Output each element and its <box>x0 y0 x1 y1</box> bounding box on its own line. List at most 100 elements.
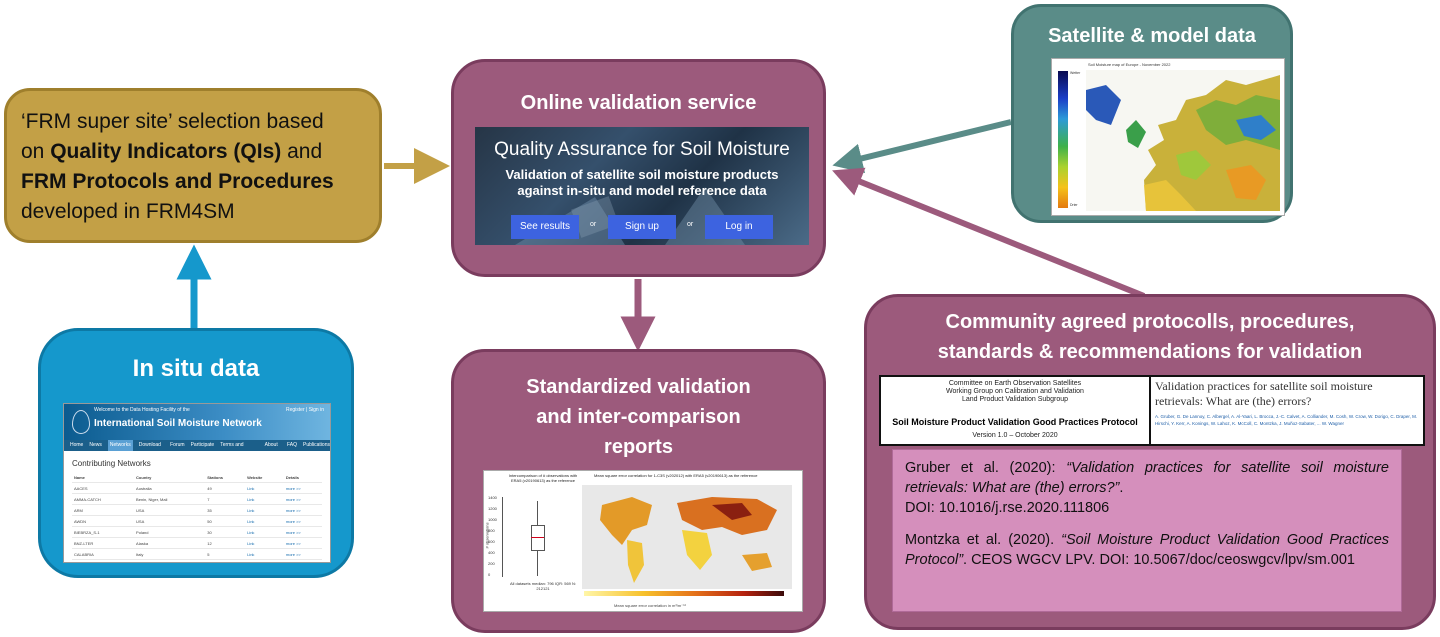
ismn-drop-logo-icon <box>72 410 90 434</box>
ismn-account-links: Register | Sign in <box>286 407 324 413</box>
ref2-suffix: . CEOS WGCV LPV. DOI: 10.5067/doc/ceoswg… <box>963 552 1355 568</box>
ismn-nav-item[interactable]: Terms and Conditions <box>220 442 244 459</box>
ceos-org-3: Land Product Validation Subgroup <box>961 396 1069 403</box>
frm-line-1: ‘FRM super site’ selection based <box>21 110 324 133</box>
or-label-1: or <box>590 221 597 228</box>
ismn-link-cell[interactable]: Link <box>245 515 284 527</box>
ismn-link-cell[interactable]: more >> <box>283 548 322 560</box>
ceos-org-2: Working Group on Calibration and Validat… <box>946 388 1084 395</box>
boxplot-footer: All datasets median: 796 IQR: 569 N: 212… <box>509 581 577 591</box>
in-situ-box: In situ data Welcome to the Data Hosting… <box>38 328 354 578</box>
online-validation-box: Online validation service Quality Assura… <box>451 59 826 277</box>
references-panel: Gruber et al. (2020): “Validation practi… <box>892 449 1402 612</box>
map-colorbar <box>1058 71 1068 208</box>
reports-box: Standardized validation and inter-compar… <box>451 349 826 633</box>
boxplot-y-tick: 1400 <box>488 495 497 500</box>
ismn-nav-bar: Home News Networks Download Info Forum Partic… <box>64 440 330 459</box>
ref1-suffix: . <box>1119 480 1124 496</box>
reports-title-line-1: Standardized validation <box>526 376 751 398</box>
see-results-button[interactable]: See results <box>511 215 579 239</box>
reference-montzka: Montzka et al. (2020). “Soil Moisture Pr… <box>905 530 1389 570</box>
ismn-cell: 5 <box>205 548 246 560</box>
ceos-org: Committee on Earth Observation Satellite… <box>881 380 1149 404</box>
ismn-nav-item[interactable]: Publications <box>303 442 330 448</box>
ismn-link-cell[interactable]: more >> <box>283 482 322 494</box>
ismn-link-cell[interactable]: more >> <box>283 515 322 527</box>
ismn-register-link[interactable]: Register <box>286 407 305 413</box>
banner-title: Quality Assurance for Soil Moisture <box>494 139 790 160</box>
world-map-graphic <box>582 485 792 589</box>
log-in-button[interactable]: Log in <box>705 215 773 239</box>
map-colorbar <box>584 591 784 596</box>
or-label-2: or <box>687 221 694 228</box>
ismn-link-cell[interactable]: Link <box>245 493 284 505</box>
frm-selection-box: ‘FRM super site’ selection based on Qual… <box>4 88 382 243</box>
ismn-cell: BNZ-LTER <box>72 537 135 549</box>
ismn-nav-item[interactable]: News <box>89 442 102 448</box>
ismn-link-cell[interactable]: Link <box>245 504 284 516</box>
ismn-cell: CALABRIA <box>72 548 135 560</box>
ismn-link-cell[interactable]: more >> <box>283 526 322 538</box>
europe-map-graphic <box>1086 70 1280 211</box>
boxplot-title: Intercomparison of # observations with E… <box>508 473 578 483</box>
ismn-cell: USA <box>134 515 206 527</box>
ismn-cell: Alaska <box>134 537 206 549</box>
ismn-link-cell[interactable]: Link <box>245 526 284 538</box>
ismn-heading: Contributing Networks <box>72 459 151 468</box>
ref1-doi[interactable]: DOI: 10.1016/j.rse.2020.111806 <box>905 500 1110 516</box>
ismn-link-cell[interactable]: Link <box>245 537 284 549</box>
map-title: Mean square error correlation for 1-C3S … <box>594 473 758 478</box>
ismn-signin-link[interactable]: Sign in <box>308 407 324 413</box>
banner-sub-1: Validation of satellite soil moisture pr… <box>505 167 779 182</box>
boxplot-y-tick: 0 <box>488 572 491 577</box>
ismn-column-header: Country <box>134 472 206 483</box>
ismn-nav-item[interactable]: Participate <box>190 442 215 448</box>
ismn-cell: 35 <box>205 504 246 516</box>
ismn-nav-item[interactable]: Networks <box>107 440 133 451</box>
ismn-nav-item[interactable]: About Us <box>264 442 278 459</box>
ismn-link-cell[interactable]: more >> <box>283 537 322 549</box>
ismn-column-header: Name <box>72 472 135 483</box>
ismn-nav-item[interactable]: Download Info <box>138 442 161 459</box>
boxplot-y-axis <box>502 497 503 577</box>
frm-line-2-suffix: and <box>281 140 323 163</box>
ismn-link-cell[interactable]: more >> <box>283 493 322 505</box>
online-title: Online validation service <box>520 92 757 114</box>
sign-up-button[interactable]: Sign up <box>608 215 676 239</box>
ismn-cell: AWDN <box>72 515 135 527</box>
ismn-nav-item[interactable]: Home <box>70 442 84 448</box>
map-caption: Soil Moisture map of Europe - November 2… <box>1088 62 1171 67</box>
ismn-link-cell[interactable]: Link <box>245 482 284 494</box>
scale-top-label: Wetter <box>1070 71 1081 75</box>
boxplot-box <box>531 525 545 551</box>
ismn-nav-item[interactable]: FAQ <box>287 442 298 448</box>
frm-line-3-bold: FRM Protocols and Procedures <box>21 170 334 193</box>
in-situ-title: In situ data <box>132 355 260 382</box>
boxplot-y-tick: 200 <box>488 561 495 566</box>
ref2-prefix: Montzka et al. (2020). <box>905 532 1062 548</box>
arrow-community-to-online <box>832 167 1146 299</box>
ismn-nav-item[interactable]: Forum <box>170 442 185 448</box>
ismn-cell: 30 <box>205 526 246 538</box>
ismn-column-header: Stations <box>205 472 246 483</box>
ref1-title: “Validation practices for satellite soil… <box>905 460 1389 496</box>
satellite-title: Satellite & model data <box>1048 25 1256 47</box>
boxplot-y-tick: 400 <box>488 550 495 555</box>
frm-line-4: developed in FRM4SM <box>21 200 235 223</box>
ismn-cell: 7 <box>205 493 246 505</box>
satellite-box: Satellite & model data Soil Moisture map… <box>1011 4 1293 223</box>
ismn-link-cell[interactable]: Link <box>245 548 284 560</box>
boxplot-y-tick: 600 <box>488 539 495 544</box>
ismn-header: Welcome to the Data Hosting Facility of … <box>64 404 330 440</box>
ismn-cell: AMMA-CATCH <box>72 493 135 505</box>
ceos-org-1: Committee on Earth Observation Satellite… <box>948 380 1082 387</box>
reports-title-line-2: and inter-comparison <box>536 406 741 428</box>
boxplot-y-tick: 1000 <box>488 517 497 522</box>
ismn-link-cell[interactable]: more >> <box>283 504 322 516</box>
ref1-prefix: Gruber et al. (2020): <box>905 460 1067 476</box>
ismn-site-name: International Soil Moisture Network <box>94 418 262 429</box>
community-title-line-1: Community agreed protocolls, procedures, <box>945 311 1355 333</box>
document-covers: Committee on Earth Observation Satellite… <box>879 375 1425 446</box>
